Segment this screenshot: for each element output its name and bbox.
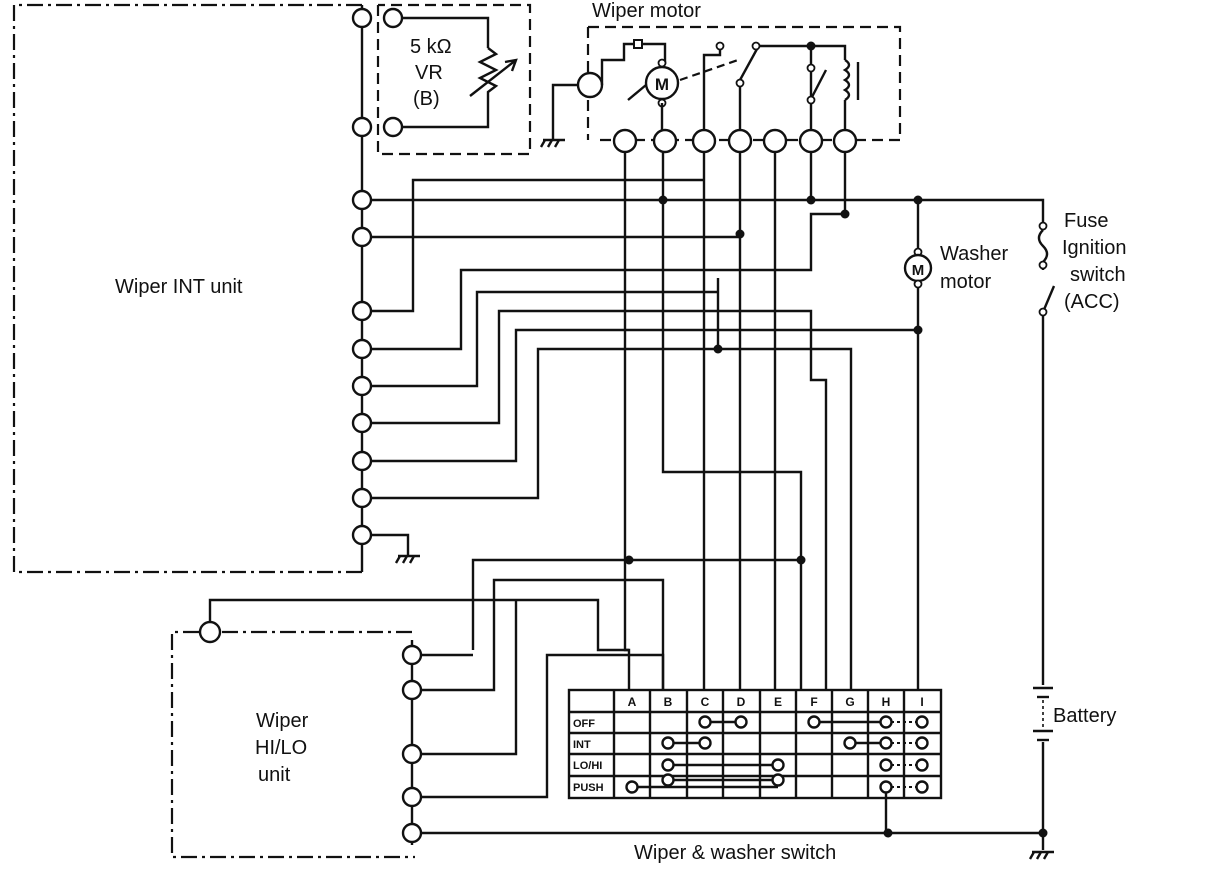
battery-symbol bbox=[1033, 686, 1053, 742]
switch-label: switch bbox=[1070, 264, 1126, 286]
washer-motor-symbol: M bbox=[903, 247, 933, 289]
acc-label: (ACC) bbox=[1064, 291, 1120, 313]
fuse-ignition-switch bbox=[1038, 221, 1048, 317]
hilo-unit-label-2: HI/LO bbox=[255, 737, 308, 759]
battery-label: Battery bbox=[1053, 705, 1117, 727]
switch-row-off: OFF bbox=[573, 718, 595, 730]
fuse-label: Fuse bbox=[1064, 210, 1109, 232]
switch-row-lohi: LO/HI bbox=[573, 760, 602, 772]
switch-col-a: A bbox=[628, 695, 637, 709]
switch-col-b: B bbox=[664, 695, 673, 709]
ground-icon bbox=[539, 138, 565, 148]
washer-motor-label-1: Washer bbox=[940, 243, 1009, 265]
switch-col-i: I bbox=[920, 695, 923, 709]
switch-col-d: D bbox=[737, 695, 746, 709]
vr-label-type: (B) bbox=[413, 88, 440, 110]
hilo-unit-label-1: Wiper bbox=[256, 710, 309, 732]
wiper-motor-label: Wiper motor bbox=[592, 0, 701, 22]
vr-label-value: 5 kΩ bbox=[410, 36, 452, 58]
switch-col-e: E bbox=[774, 695, 782, 709]
switch-col-f: F bbox=[810, 695, 817, 709]
washer-motor-symbol-text: M bbox=[912, 262, 925, 279]
int-unit-label: Wiper INT unit bbox=[115, 276, 243, 298]
wiper-hilo-unit bbox=[170, 620, 423, 859]
vr-label-name: VR bbox=[415, 62, 443, 84]
ground-icon bbox=[394, 554, 420, 564]
switch-title: Wiper & washer switch bbox=[634, 842, 837, 864]
switch-row-push: PUSH bbox=[573, 782, 604, 794]
ground-icon bbox=[1028, 850, 1054, 860]
switch-col-h: H bbox=[882, 695, 891, 709]
motor-symbol-text: M bbox=[655, 75, 669, 94]
switch-col-c: C bbox=[701, 695, 710, 709]
wiper-int-unit bbox=[12, 3, 420, 574]
switch-table: A B C D E F G H I OFF INT LO/HI PUSH bbox=[567, 688, 943, 833]
harness-wires bbox=[208, 152, 1056, 860]
switch-col-g: G bbox=[845, 695, 854, 709]
variable-resistor bbox=[376, 3, 532, 156]
wiper-motor: M bbox=[539, 25, 902, 154]
hilo-unit-label-3: unit bbox=[258, 764, 291, 786]
washer-motor-label-2: motor bbox=[940, 271, 992, 293]
ignition-label: Ignition bbox=[1062, 237, 1127, 259]
switch-row-int: INT bbox=[573, 739, 591, 751]
